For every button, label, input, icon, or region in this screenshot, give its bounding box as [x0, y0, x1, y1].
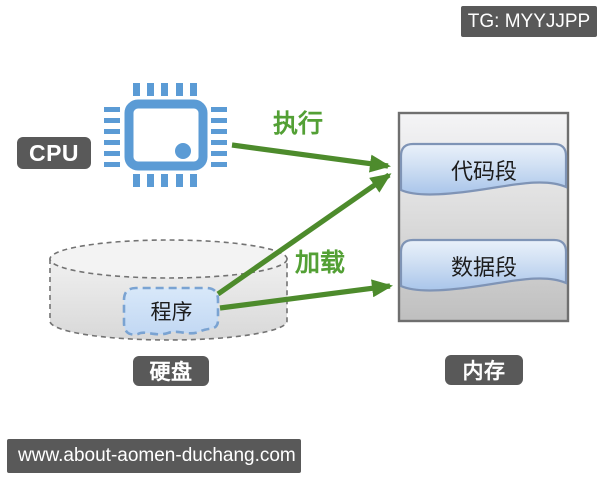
load-arrow-to-code — [216, 172, 392, 297]
data-segment-shape — [399, 238, 568, 292]
telegram-watermark: TG: MYYJJPP — [461, 6, 597, 37]
execute-arrow — [231, 142, 391, 173]
load-arrow-to-data — [219, 279, 393, 311]
load-arrow-label: 加载 — [294, 249, 345, 277]
cpu-chip-icon — [104, 83, 227, 187]
program-shape — [122, 286, 220, 336]
cpu-label: CPU — [17, 137, 91, 169]
execute-arrow-label: 执行 — [272, 110, 323, 138]
code-segment-label: 代码段 — [450, 159, 517, 184]
disk-label: 硬盘 — [133, 356, 209, 386]
program-label: 程序 — [150, 301, 193, 324]
memory-label: 内存 — [445, 355, 523, 385]
code-segment-shape — [399, 142, 568, 196]
data-segment-label: 数据段 — [450, 255, 517, 280]
site-watermark: www.about-aomen-duchang.com — [7, 439, 301, 473]
